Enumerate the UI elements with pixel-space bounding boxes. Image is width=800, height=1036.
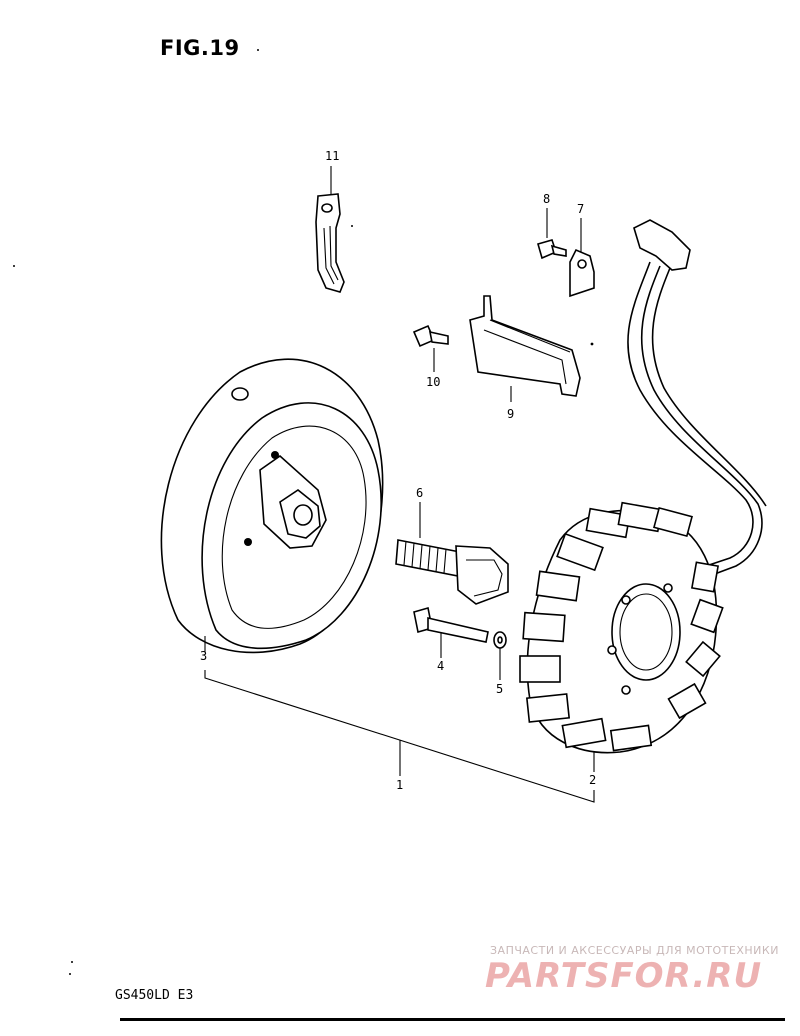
cover-plate-icon xyxy=(469,295,581,397)
watermark-logo: PARTSFOR.RU xyxy=(485,956,763,996)
callout-8: 8 xyxy=(543,192,551,206)
watermark-tagline: ЗАПЧАСТИ И АКСЕССУАРЫ ДЛЯ МОТОТЕХНИКИ xyxy=(490,944,779,957)
callout-6: 6 xyxy=(416,486,424,500)
figure-title: FIG.19 xyxy=(160,36,240,60)
scan-specks xyxy=(13,49,594,975)
bolt-icon xyxy=(412,324,449,348)
wire-harness xyxy=(627,219,767,579)
callout-1: 1 xyxy=(396,778,404,792)
callout-3: 3 xyxy=(200,649,208,663)
bolt-icon xyxy=(537,239,567,260)
callout-5: 5 xyxy=(496,682,504,696)
clamp-icon xyxy=(315,193,345,293)
washer-icon xyxy=(493,631,507,649)
callout-2: 2 xyxy=(589,773,597,787)
callout-9: 9 xyxy=(507,407,515,421)
callout-10: 10 xyxy=(426,375,441,389)
bolt-icon xyxy=(413,606,489,643)
clamp-icon xyxy=(569,248,595,298)
bottom-rule xyxy=(120,1018,785,1021)
callout-7: 7 xyxy=(577,202,585,216)
callout-11: 11 xyxy=(325,149,340,163)
stator-coil-icon xyxy=(519,501,724,754)
flywheel-rotor-icon xyxy=(160,358,384,654)
model-code: GS450LD E3 xyxy=(115,988,194,1003)
leader-lines xyxy=(204,166,595,803)
bolt-icon xyxy=(395,539,509,605)
callout-4: 4 xyxy=(437,659,445,673)
